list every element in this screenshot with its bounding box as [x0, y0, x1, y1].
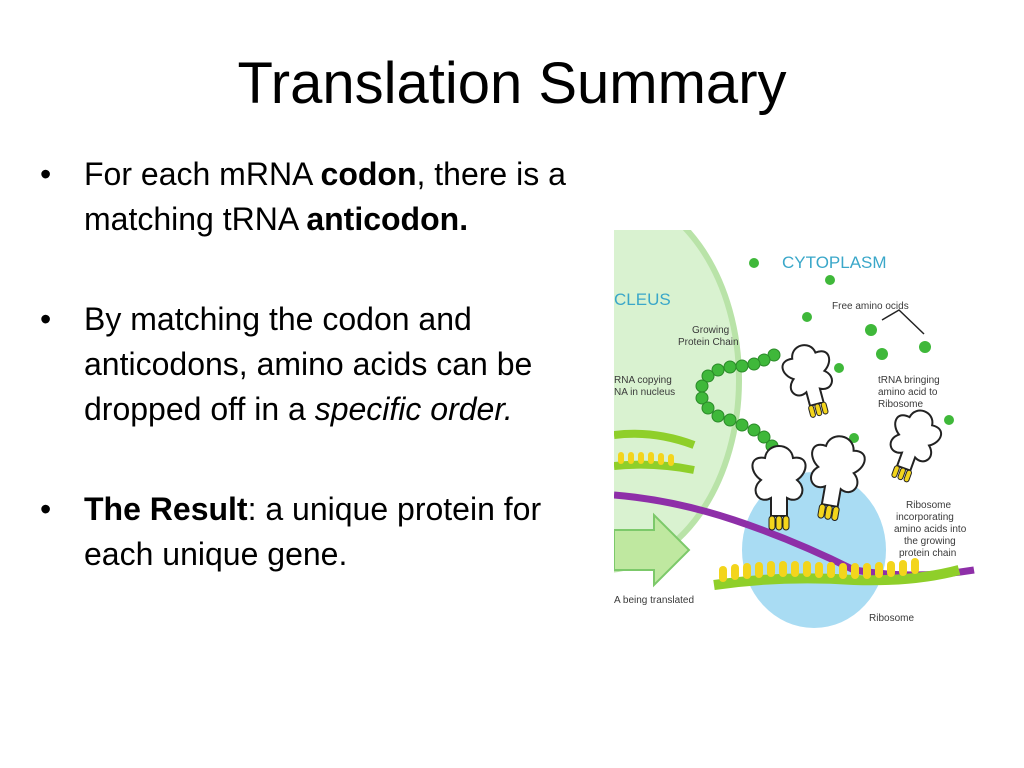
trna-molecule: [751, 445, 807, 531]
ribosome-incorporating-label-line2: incorporating: [896, 512, 954, 523]
bullet-dot: •: [40, 301, 52, 337]
bullet-text-part: For each mRNA: [84, 156, 321, 192]
ribosome-label: Ribosome: [869, 613, 914, 624]
bullet-text-italic: specific order.: [314, 391, 513, 427]
mrna-strand-nucleus: [614, 460, 695, 474]
ribosome-incorporating-label-line3: amino acids into: [894, 524, 967, 535]
bullet-text-part: : a unique protein for each unique gene.: [84, 491, 542, 572]
bullet-text: For each mRNA codon, there is a matching…: [84, 156, 566, 237]
mrna-strand-nucleus: [614, 429, 696, 449]
trna-molecule: [810, 435, 866, 522]
bullet-item-result: • The Result: a unique protein for each …: [40, 487, 610, 577]
translation-diagram-svg: CYTOPLASM CLEUS Free amino ocids Growing…: [614, 230, 975, 628]
bullet-text-part: , there is a matching tRNA: [84, 156, 566, 237]
free-amino-acids-label: Free amino ocids: [832, 301, 909, 312]
mrna-strand-main: [713, 565, 961, 590]
ribosome-incorporating-label-line5: protein chain: [899, 548, 956, 559]
ribosome-incorporating-label-line1: Ribosome: [906, 500, 951, 511]
bullet-text-part: By matching the codon and anticodons, am…: [84, 301, 533, 427]
bullet-text: The Result: a unique protein for each un…: [84, 491, 541, 572]
mrna-bases-nucleus: [618, 452, 674, 466]
translation-diagram: CYTOPLASM CLEUS Free amino ocids Growing…: [614, 230, 986, 630]
bullet-item-codon: • For each mRNA codon, there is a matchi…: [40, 152, 610, 242]
bullet-item-matching: • By matching the codon and anticodons, …: [40, 297, 610, 432]
bullet-text-bold: codon: [320, 156, 417, 192]
trna-bringing-label-line2: amino acid to: [878, 387, 938, 398]
being-translated-label: A being translated: [614, 595, 694, 606]
bullet-text-bold: The Result: [84, 491, 248, 527]
growing-chain-label-line1: Growing: [692, 325, 729, 336]
bullet-dot: •: [40, 491, 52, 527]
mrna-copying-label-line2: NA in nucleus: [614, 387, 675, 398]
trna-bringing-label-line3: Ribosome: [878, 399, 923, 410]
slide-title: Translation Summary: [237, 51, 787, 116]
nucleus-label: CLEUS: [614, 290, 671, 309]
mrna-codon-bases: [719, 558, 919, 582]
bullet-list: • For each mRNA codon, there is a matchi…: [40, 152, 610, 577]
trna-molecule: [781, 344, 833, 418]
ribosome-incorporating-label-line4: the growing: [904, 536, 956, 547]
mrna-copying-label-line1: RNA copying: [614, 375, 672, 386]
trna-molecule: [889, 409, 942, 483]
bullet-text: By matching the codon and anticodons, am…: [84, 301, 532, 427]
nucleus-shape: [614, 230, 742, 573]
direction-arrow-icon: [614, 512, 691, 588]
amino-acid-pointer: [881, 309, 925, 335]
trna-bringing-label-line1: tRNA bringing: [878, 375, 940, 386]
growing-chain-label-line2: Protein Chain: [678, 337, 739, 348]
bullet-dot: •: [40, 156, 52, 192]
free-amino-acids: [749, 258, 954, 443]
cytoplasm-label: CYTOPLASM: [782, 253, 887, 272]
bullet-text-bold: anticodon.: [306, 201, 469, 237]
